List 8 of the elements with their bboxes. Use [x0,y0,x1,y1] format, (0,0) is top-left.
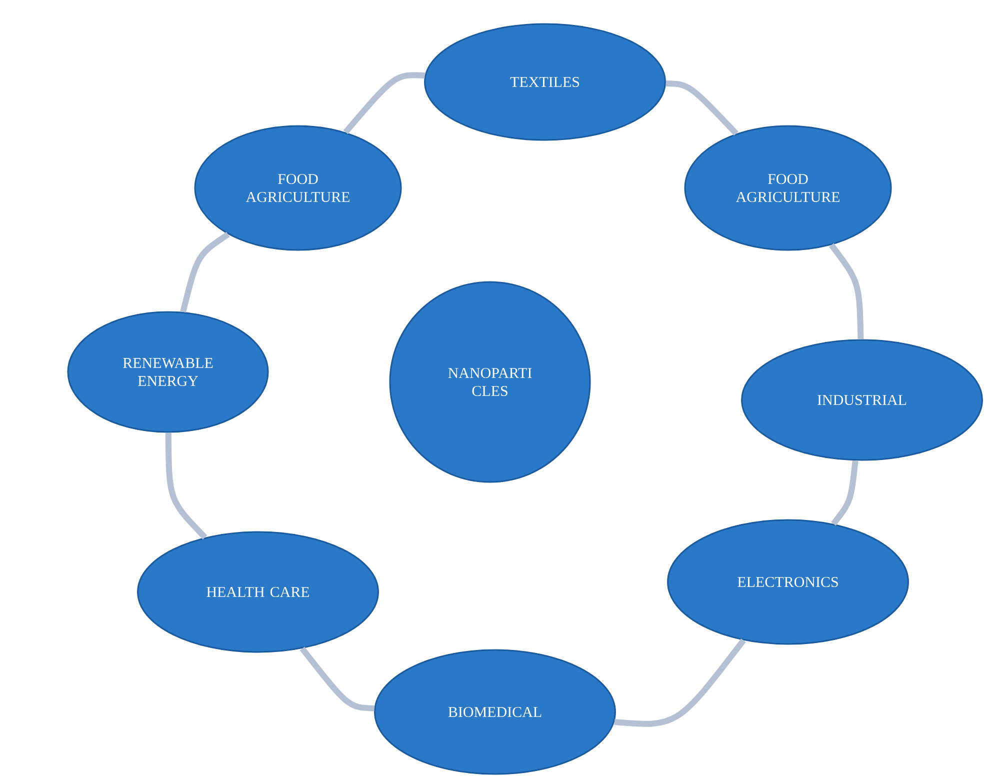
connector-line [614,638,746,727]
connector-line [831,460,858,526]
connector-line [343,72,425,134]
connector-line [828,243,864,340]
connector-line [666,80,738,136]
connector-line [165,432,208,540]
connector-line [180,232,230,313]
connector-line [300,646,374,712]
